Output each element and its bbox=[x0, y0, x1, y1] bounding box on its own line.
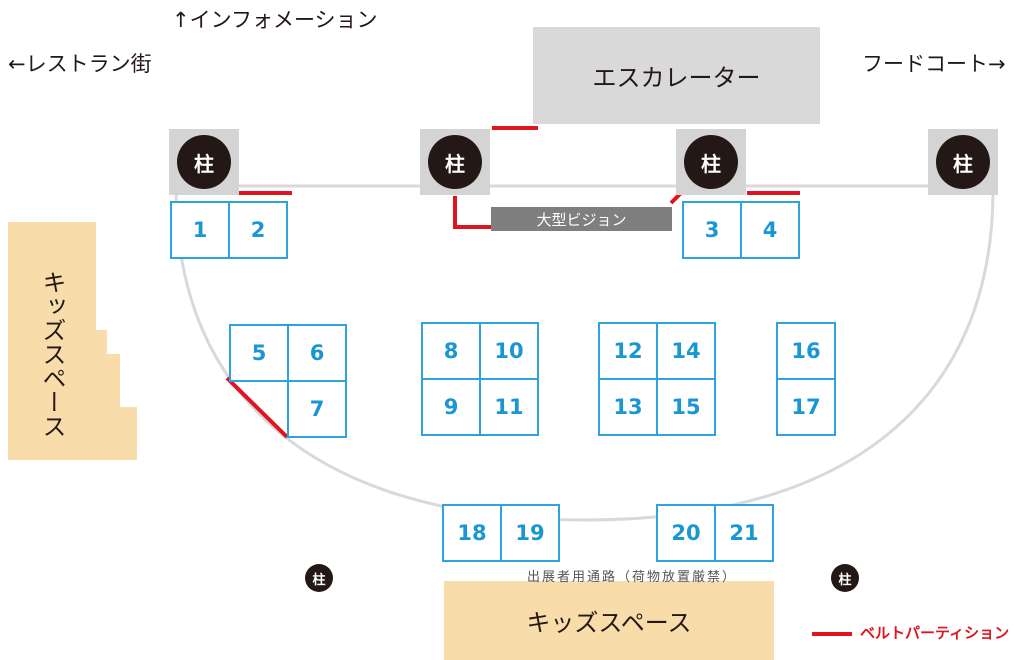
belt-partition bbox=[225, 376, 289, 439]
kids-space-bottom-label: キッズスペース bbox=[526, 609, 692, 637]
legend-belt-label: ベルトパーティション bbox=[860, 624, 1010, 642]
booth-10[interactable]: 10 bbox=[479, 322, 539, 380]
pillar-icon: 柱 bbox=[428, 135, 482, 189]
booth-17[interactable]: 17 bbox=[776, 378, 836, 436]
large-vision-screen: 大型ビジョン bbox=[491, 207, 672, 231]
pillar-small-icon: 柱 bbox=[305, 564, 333, 592]
pillar-icon: 柱 bbox=[936, 135, 990, 189]
food-court-direction-label: フードコート→ bbox=[862, 52, 1006, 76]
booth-5[interactable]: 5 bbox=[229, 324, 289, 382]
booth-19[interactable]: 19 bbox=[500, 504, 560, 562]
legend-belt-swatch bbox=[812, 632, 852, 636]
booth-8[interactable]: 8 bbox=[421, 322, 481, 380]
rope-arc bbox=[174, 189, 995, 522]
booth-6[interactable]: 6 bbox=[287, 324, 347, 382]
booth-4[interactable]: 4 bbox=[740, 201, 800, 259]
belt-partitions bbox=[225, 126, 800, 439]
booth-16[interactable]: 16 bbox=[776, 322, 836, 380]
restaurant-direction-label: ←レストラン街 bbox=[8, 52, 152, 76]
escalator: エスカレーター bbox=[533, 27, 820, 124]
booth-7[interactable]: 7 bbox=[287, 380, 347, 438]
booth-20[interactable]: 20 bbox=[656, 504, 716, 562]
booth-15[interactable]: 15 bbox=[656, 378, 716, 436]
booth-21[interactable]: 21 bbox=[714, 504, 774, 562]
info-direction-label: ↑インフォメーション bbox=[172, 8, 378, 32]
pillar-icon: 柱 bbox=[684, 135, 738, 189]
belt-partition bbox=[453, 196, 491, 229]
booth-12[interactable]: 12 bbox=[598, 322, 658, 380]
booth-9[interactable]: 9 bbox=[421, 378, 481, 436]
booth-18[interactable]: 18 bbox=[442, 504, 502, 562]
kids-space-side-area bbox=[8, 222, 137, 460]
booth-14[interactable]: 14 bbox=[656, 322, 716, 380]
escalator-label: エスカレーター bbox=[592, 64, 761, 92]
kids-space-side-label: キッズスペース bbox=[38, 270, 66, 438]
pillar-icon: 柱 bbox=[177, 135, 231, 189]
pillar-small-icon: 柱 bbox=[831, 564, 859, 592]
booth-1[interactable]: 1 bbox=[170, 201, 230, 259]
kids-space-bottom: キッズスペース bbox=[444, 581, 774, 660]
booth-2[interactable]: 2 bbox=[228, 201, 288, 259]
booth-3[interactable]: 3 bbox=[682, 201, 742, 259]
booth-11[interactable]: 11 bbox=[479, 378, 539, 436]
exhibitor-passage-label: 出展者用通路（荷物放置厳禁） bbox=[527, 570, 738, 585]
booth-13[interactable]: 13 bbox=[598, 378, 658, 436]
